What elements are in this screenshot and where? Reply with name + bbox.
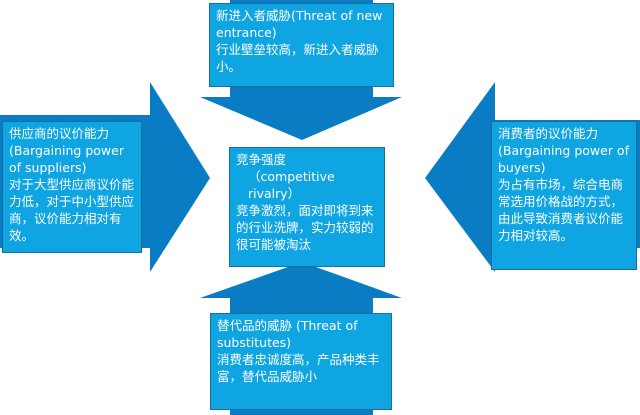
- node-buyers-title: 消费者的议价能力: [498, 126, 599, 141]
- node-suppliers-sub: (Bargaining power of suppliers): [9, 143, 124, 175]
- node-substitutes: 替代品的威胁 (Threat of substitutes) 消费者忠诚度高，产…: [210, 313, 392, 410]
- node-new-entrants: 新进入者威胁(Threat of new entrance) 行业壁垒较高，新进…: [209, 3, 394, 87]
- node-rivalry-desc: 竞争激烈，面对即将到来的行业洗牌，实力较弱的很可能被淘汰: [236, 203, 374, 252]
- node-new-entrants-title: 新进入者威胁(Threat of new entrance): [216, 8, 383, 40]
- node-suppliers: 供应商的议价能力 (Bargaining power of suppliers)…: [2, 121, 142, 253]
- node-buyers-desc: 为占有市场，综合电商常选用价格战的方式，由此导致消费者议价能力相对较高。: [498, 177, 624, 243]
- node-rivalry-title: 竞争强度: [236, 152, 287, 167]
- node-suppliers-title: 供应商的议价能力: [9, 126, 110, 141]
- node-competitive-rivalry: 竞争强度 （competitive rivalry） 竞争激烈，面对即将到来的行…: [229, 147, 385, 267]
- node-buyers-sub: (Bargaining power of buyers): [498, 143, 629, 175]
- node-suppliers-desc: 对于大型供应商议价能力低，对于中小型供应商，议价能力相对有效。: [9, 177, 135, 243]
- node-new-entrants-desc: 行业壁垒较高，新进入者威胁小。: [216, 42, 379, 74]
- node-buyers: 消费者的议价能力 (Bargaining power of buyers) 为占…: [491, 121, 637, 270]
- node-substitutes-title: 替代品的威胁 (Threat of substitutes): [217, 318, 358, 350]
- node-substitutes-desc: 消费者忠诚度高，产品种类丰富，替代品威胁小: [217, 352, 380, 384]
- node-rivalry-sub: （competitive rivalry）: [248, 169, 335, 201]
